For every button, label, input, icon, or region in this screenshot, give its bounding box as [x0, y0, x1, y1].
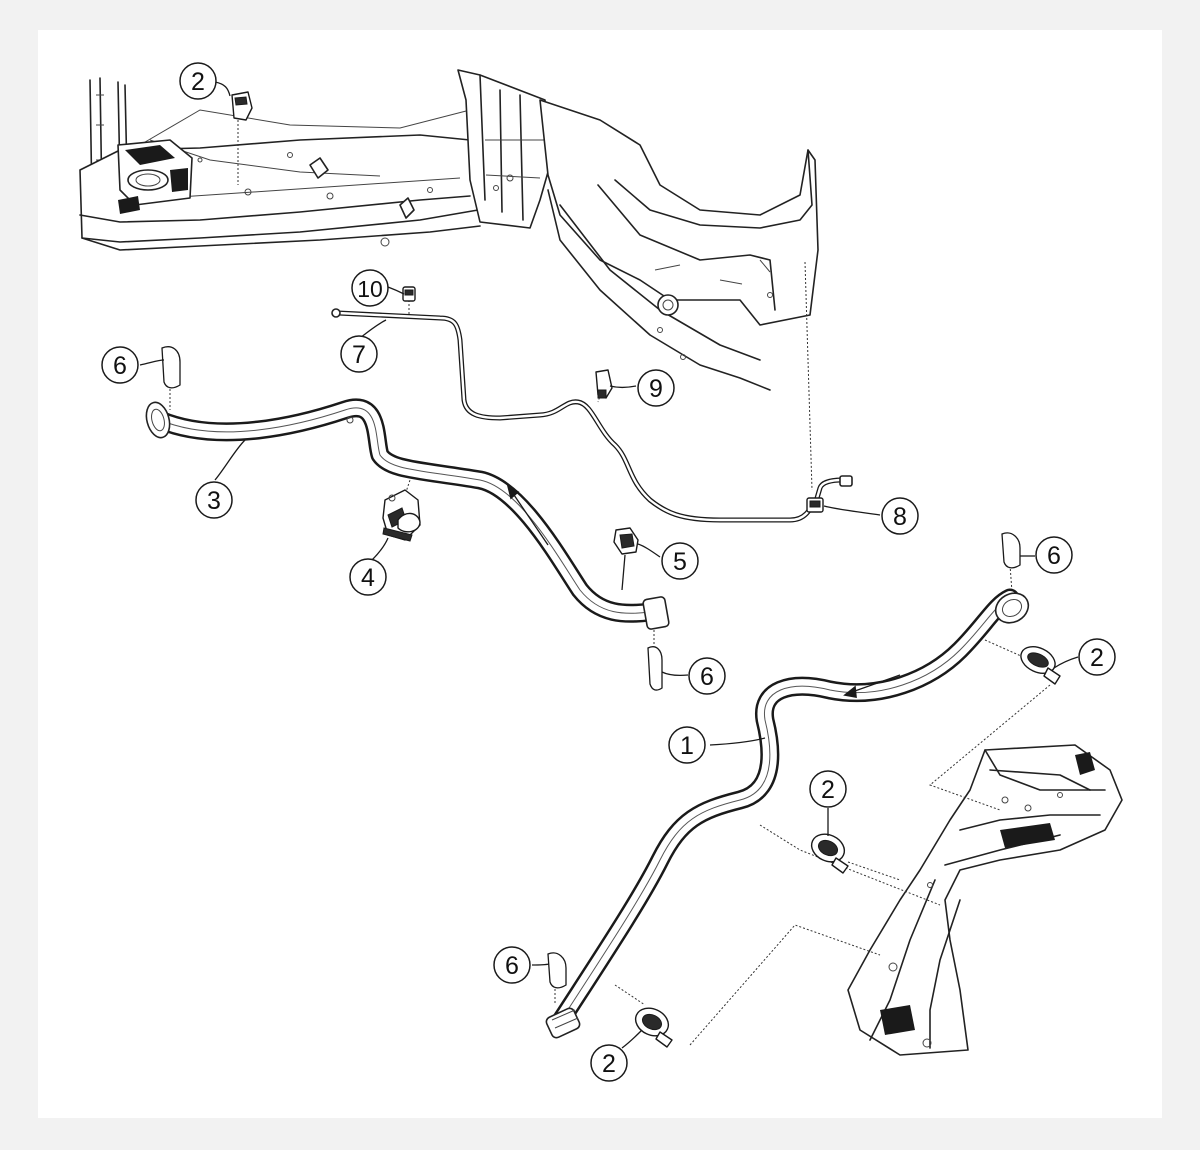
callout-label: 2 — [821, 776, 835, 804]
callout-2-middle[interactable]: 2 — [809, 770, 847, 808]
callout-label: 3 — [207, 487, 221, 515]
hose-clamp-right — [1020, 646, 1061, 685]
diagram-frame: 2 10 7 6 9 3 8 6 5 4 2 6 — [38, 30, 1162, 1118]
callout-label: 6 — [700, 663, 714, 691]
callout-5[interactable]: 5 — [661, 542, 699, 580]
callout-label: 10 — [357, 276, 383, 302]
vent-tube-bracket — [595, 369, 613, 399]
callout-label: 9 — [649, 375, 663, 403]
hose-clamp-bottom — [634, 1007, 673, 1048]
seal-middle — [647, 646, 663, 691]
callout-6-bottom-left[interactable]: 6 — [493, 946, 531, 984]
callout-9[interactable]: 9 — [637, 369, 675, 407]
flow-arrow-upper — [506, 484, 549, 546]
callout-2-top[interactable]: 2 — [179, 62, 217, 100]
callout-label: 8 — [893, 503, 907, 531]
seal-upper-right — [1001, 532, 1021, 569]
callout-3[interactable]: 3 — [195, 481, 233, 519]
vent-tube-clip — [402, 286, 416, 302]
callout-1[interactable]: 1 — [668, 726, 706, 764]
callout-2-right[interactable]: 2 — [1078, 638, 1116, 676]
callout-label: 7 — [352, 341, 366, 369]
leader-lines — [139, 81, 1079, 1049]
parts-diagram: 2 10 7 6 9 3 8 6 5 4 2 6 — [79, 62, 1123, 1082]
filler-hose-upper — [145, 398, 670, 630]
seal-bottom-left — [547, 952, 567, 989]
callout-label: 5 — [673, 548, 687, 576]
callout-label: 6 — [505, 952, 519, 980]
callout-label: 2 — [1090, 644, 1104, 672]
hose-clamp-top — [231, 91, 253, 121]
callout-label: 2 — [191, 68, 205, 96]
callout-10[interactable]: 10 — [351, 269, 389, 307]
vent-connector — [806, 475, 853, 513]
hose-clamp-middle — [810, 833, 849, 874]
hose-bracket — [382, 489, 421, 542]
callout-7[interactable]: 7 — [340, 335, 378, 373]
callout-8[interactable]: 8 — [881, 497, 919, 535]
callout-6-upper-right[interactable]: 6 — [1035, 536, 1073, 574]
callout-6-middle[interactable]: 6 — [688, 657, 726, 695]
callout-6-upper-left[interactable]: 6 — [101, 346, 139, 384]
callout-4[interactable]: 4 — [349, 558, 387, 596]
seal-upper-left — [161, 346, 181, 389]
callout-label: 6 — [113, 352, 127, 380]
callout-label: 6 — [1047, 542, 1061, 570]
vent-tube — [331, 308, 818, 523]
hose-connector-clip — [613, 527, 639, 591]
callout-label: 2 — [602, 1050, 616, 1078]
filler-hose-lower — [545, 588, 1030, 1039]
callout-label: 4 — [361, 564, 375, 592]
callout-2-bottom[interactable]: 2 — [590, 1044, 628, 1082]
vehicle-underbody-front — [847, 744, 1123, 1056]
callout-label: 1 — [680, 732, 694, 760]
flow-arrow-lower — [843, 674, 901, 698]
vehicle-underbody-rear — [79, 69, 819, 391]
